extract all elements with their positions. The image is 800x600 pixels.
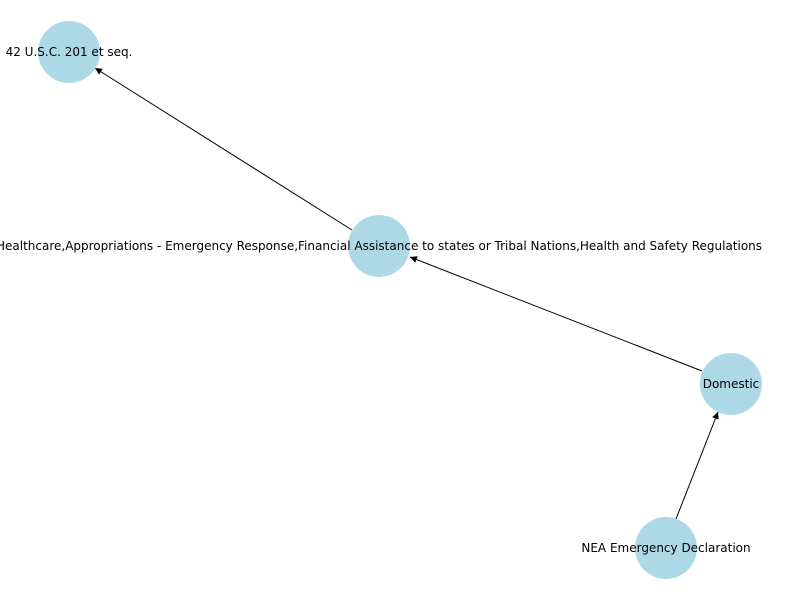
node-label-domestic: Domestic (703, 377, 760, 391)
node-label-nea: NEA Emergency Declaration (581, 541, 750, 555)
node-category (348, 215, 410, 277)
edge-category-to-usc (94, 67, 353, 231)
edge-nea-to-domestic (675, 411, 719, 520)
node-label-usc: 42 U.S.C. 201 et seq. (6, 45, 133, 59)
node-label-category: Healthcare,Appropriations - Emergency Re… (0, 239, 762, 253)
node-domestic (700, 353, 762, 415)
edge-domestic-to-category (409, 256, 703, 372)
node-usc (38, 21, 100, 83)
node-nea (635, 517, 697, 579)
